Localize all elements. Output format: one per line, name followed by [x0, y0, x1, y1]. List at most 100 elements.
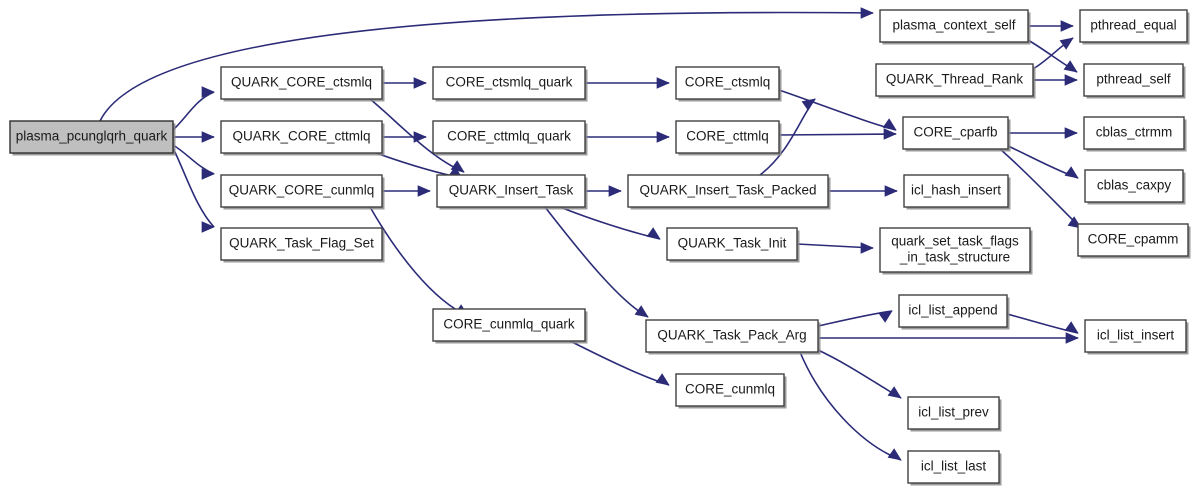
arrow-head-icon: [1064, 321, 1079, 334]
graph-node-icl-list-insert[interactable]: icl_list_insert: [1084, 319, 1189, 355]
graph-node-plasma-context-self[interactable]: plasma_context_self: [879, 9, 1031, 45]
node-box[interactable]: [1083, 116, 1185, 150]
arrow-head-icon: [201, 131, 215, 143]
graph-node-core-cunmlq[interactable]: CORE_cunmlq: [675, 373, 787, 409]
arrow-head-icon: [1065, 332, 1079, 344]
edge-line: [172, 91, 215, 131]
node-box[interactable]: [432, 120, 586, 154]
graph-node-cblas-caxpy[interactable]: cblas_caxpy: [1084, 169, 1186, 205]
graph-node-pthread-self[interactable]: pthread_self: [1083, 63, 1186, 99]
node-box[interactable]: [1079, 9, 1188, 43]
arrow-head-icon: [882, 118, 897, 131]
node-box[interactable]: [1083, 63, 1184, 97]
arrow-head-icon: [1064, 127, 1078, 139]
arrow-head-icon: [1064, 74, 1078, 86]
nodes-layer: plasma_pcunglqrh_quarkQUARK_CORE_ctsmlqQ…: [9, 9, 1191, 486]
node-box[interactable]: [220, 120, 383, 154]
node-label: pthread_self: [1096, 72, 1171, 87]
graph-node-quark-insert-task-packed[interactable]: QUARK_Insert_Task_Packed: [627, 174, 831, 210]
node-box[interactable]: [902, 116, 1009, 150]
node-box[interactable]: [220, 174, 383, 208]
node-box[interactable]: [879, 227, 1031, 273]
graph-node-plasma-pcunglqrh-quark[interactable]: plasma_pcunglqrh_quark: [9, 120, 176, 156]
graph-node-quark-core-ctsmlq[interactable]: QUARK_CORE_ctsmlq: [220, 66, 385, 102]
edge-n13-to-n22: [799, 351, 902, 461]
node-box[interactable]: [666, 227, 798, 261]
node-label: cblas_ctrmm: [1096, 125, 1173, 140]
edge-line: [99, 11, 874, 122]
node-box[interactable]: [645, 319, 819, 353]
node-label: cblas_caxpy: [1097, 178, 1172, 193]
graph-node-core-ctsmlq[interactable]: CORE_ctsmlq: [675, 66, 782, 102]
graph-node-core-cpamm[interactable]: CORE_cpamm: [1077, 223, 1191, 259]
graph-node-core-ctsmlq-quark[interactable]: CORE_ctsmlq_quark: [432, 66, 588, 102]
graph-node-icl-list-last[interactable]: icl_list_last: [907, 450, 1002, 486]
graph-node-quark-task-init[interactable]: QUARK_Task_Init: [666, 227, 800, 263]
node-box[interactable]: [898, 294, 1008, 328]
node-box[interactable]: [1077, 223, 1189, 257]
graph-node-core-cttmlq[interactable]: CORE_cttmlq: [675, 120, 782, 156]
node-box[interactable]: [432, 66, 586, 100]
edge-n1-to-n5: [382, 77, 427, 89]
edge-n6-to-n10: [585, 131, 670, 143]
arrow-head-icon: [656, 77, 670, 89]
arrow-head-icon: [887, 386, 902, 399]
edge-n13-to-n21: [817, 349, 902, 399]
node-box[interactable]: [675, 120, 780, 154]
node-label: QUARK_Thread_Rank: [886, 72, 1024, 87]
edge-n20-to-n28: [1006, 313, 1079, 334]
edge-n0-to-n3: [172, 144, 215, 180]
arrow-head-icon: [1063, 60, 1078, 73]
edge-n17-to-n26: [1007, 145, 1079, 179]
node-box[interactable]: [675, 66, 780, 100]
graph-node-icl-list-append[interactable]: icl_list_append: [898, 294, 1010, 330]
node-box[interactable]: [432, 308, 586, 342]
edges-layer: [99, 7, 1082, 461]
node-label: _in_task_structure: [899, 250, 1010, 265]
arrow-head-icon: [417, 185, 431, 197]
node-label: QUARK_Task_Pack_Arg: [657, 328, 806, 343]
edge-n11-to-n18: [828, 185, 898, 197]
graph-node-icl-list-prev[interactable]: icl_list_prev: [907, 396, 1002, 432]
graph-node-core-cunmlq-quark[interactable]: CORE_cunmlq_quark: [432, 308, 588, 344]
node-box[interactable]: [879, 9, 1029, 43]
arrow-head-icon: [413, 131, 427, 143]
edge-n9-to-n17: [778, 89, 897, 131]
node-label: CORE_cunmlq_quark: [443, 317, 575, 332]
graph-node-pthread-equal[interactable]: pthread_equal: [1079, 9, 1190, 45]
edge-n0-to-n2: [173, 131, 215, 143]
node-box[interactable]: [907, 450, 1000, 484]
node-label: CORE_cttmlq_quark: [447, 129, 571, 144]
arrow-head-icon: [887, 448, 902, 461]
node-box[interactable]: [1084, 319, 1187, 353]
node-box-root[interactable]: [9, 120, 174, 154]
edge-line: [544, 206, 649, 318]
graph-node-icl-hash-insert[interactable]: icl_hash_insert: [903, 174, 1011, 210]
graph-node-cblas-ctrmm[interactable]: cblas_ctrmm: [1083, 116, 1187, 152]
graph-node-core-cparfb[interactable]: CORE_cparfb: [902, 116, 1011, 152]
arrow-head-icon: [878, 310, 893, 323]
graph-node-quark-set-task-flags-in-task-structure[interactable]: quark_set_task_flags_in_task_structure: [879, 227, 1033, 275]
graph-node-quark-insert-task[interactable]: QUARK_Insert_Task: [436, 174, 588, 210]
graph-node-quark-thread-rank[interactable]: QUARK_Thread_Rank: [875, 63, 1036, 99]
arrow-head-icon: [201, 168, 215, 180]
graph-node-quark-core-cunmlq[interactable]: QUARK_CORE_cunmlq: [220, 174, 385, 210]
node-box[interactable]: [627, 174, 829, 208]
graph-node-quark-task-flag-set[interactable]: QUARK_Task_Flag_Set: [220, 227, 385, 263]
node-label: QUARK_CORE_cunmlq: [229, 183, 375, 198]
node-label: CORE_ctsmlq_quark: [446, 75, 573, 90]
edge-line: [817, 349, 902, 399]
graph-node-core-cttmlq-quark[interactable]: CORE_cttmlq_quark: [432, 120, 588, 156]
node-box[interactable]: [675, 373, 785, 407]
node-box[interactable]: [907, 396, 1000, 430]
node-box[interactable]: [903, 174, 1009, 208]
node-box[interactable]: [1084, 169, 1184, 203]
node-box[interactable]: [220, 66, 383, 100]
arrow-head-icon: [801, 98, 816, 111]
graph-node-quark-task-pack-arg[interactable]: QUARK_Task_Pack_Arg: [645, 319, 821, 355]
edge-n3-to-n8: [369, 206, 469, 317]
node-box[interactable]: [220, 227, 383, 261]
graph-node-quark-core-cttmlq[interactable]: QUARK_CORE_cttmlq: [220, 120, 385, 156]
node-box[interactable]: [436, 174, 586, 208]
node-box[interactable]: [875, 63, 1034, 97]
